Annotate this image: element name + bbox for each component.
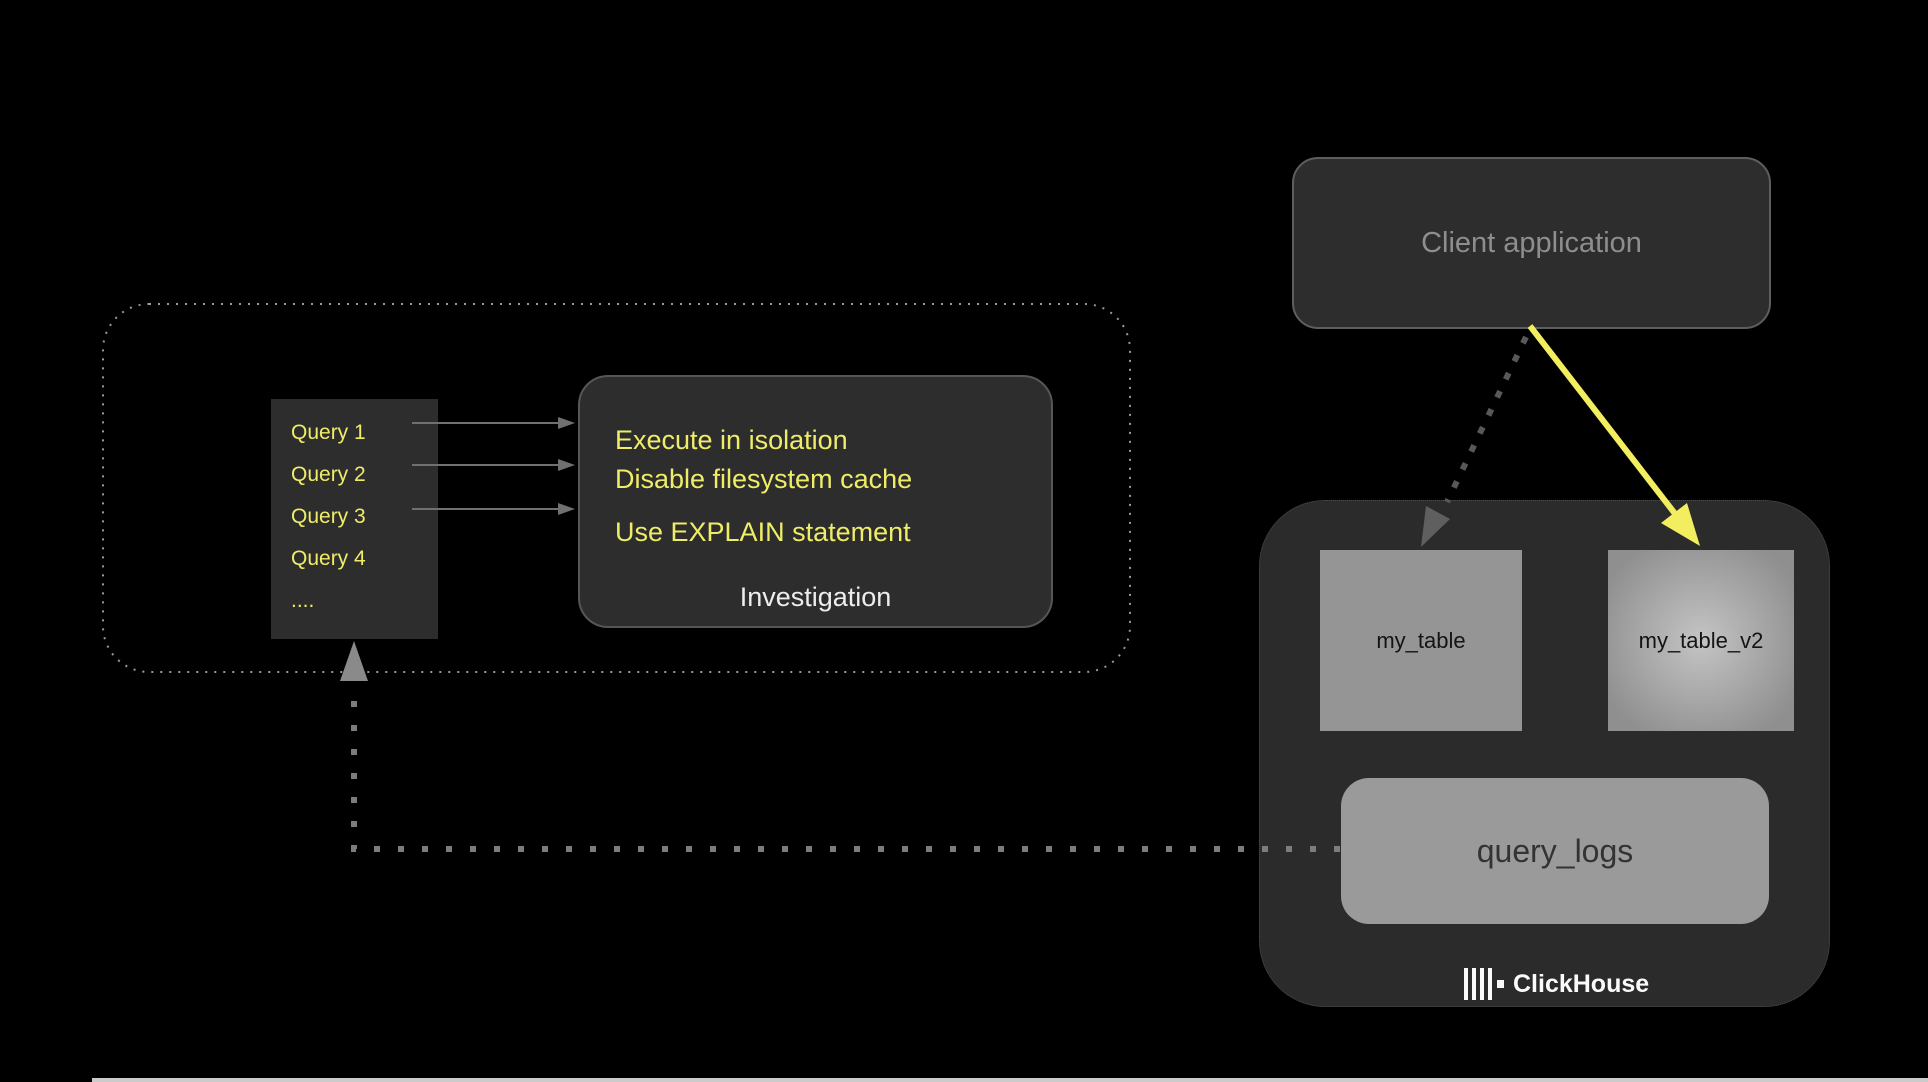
query-logs-box: query_logs — [1341, 778, 1769, 924]
query-list-box: Query 1 Query 2 Query 3 Query 4 .... — [271, 399, 438, 639]
bottom-edge-strip — [92, 1078, 1928, 1082]
clickhouse-brand: ClickHouse — [1464, 968, 1649, 1000]
my-table-box: my_table — [1320, 550, 1522, 731]
investigation-caption: Investigation — [739, 582, 892, 612]
client-to-my-table-connector — [1444, 335, 1529, 504]
clickhouse-brand-label: ClickHouse — [1513, 969, 1650, 998]
clickhouse-container: my_table my_table_v2 query_logs ClickHou… — [1259, 500, 1830, 1007]
my-table-v2-box: my_table_v2 — [1608, 550, 1794, 731]
client-application-label: Client application — [1421, 226, 1642, 259]
feedback-arrowhead-icon — [340, 641, 368, 681]
investigation-step: Execute in isolation — [615, 425, 848, 455]
query-logs-feedback-connector — [351, 688, 1340, 852]
query-list-item: Query 2 — [291, 463, 366, 486]
query-list-item: Query 1 — [291, 421, 366, 444]
my-table-v2-label: my_table_v2 — [1638, 627, 1764, 653]
my-table-label: my_table — [1376, 627, 1466, 653]
investigation-step: Use EXPLAIN statement — [615, 517, 911, 547]
client-to-my-table-v2-arrow — [1527, 324, 1679, 517]
query-logs-label: query_logs — [1476, 832, 1634, 869]
investigation-box: Execute in isolation Disable filesystem … — [578, 375, 1053, 628]
investigation-step: Disable filesystem cache — [615, 464, 913, 494]
query-list-item-ellipsis: .... — [291, 589, 315, 612]
query-list-item: Query 3 — [291, 505, 366, 528]
query-list-item: Query 4 — [291, 547, 366, 570]
clickhouse-logo-icon — [1464, 968, 1504, 1000]
client-application-box: Client application — [1292, 157, 1771, 329]
